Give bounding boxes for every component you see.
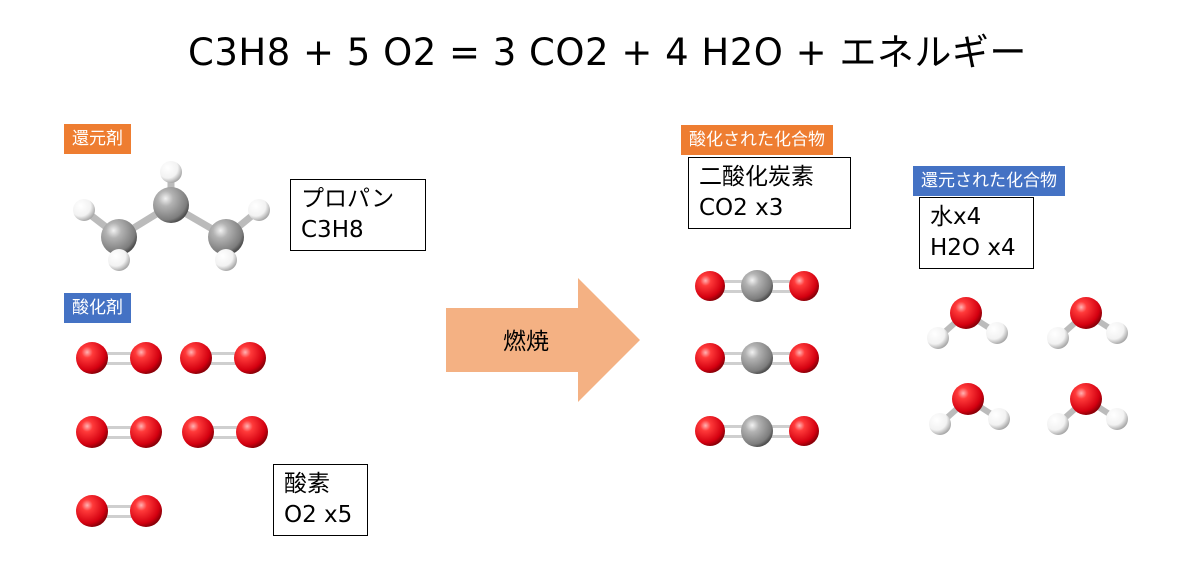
oxygen-molecules	[76, 342, 268, 527]
hydrogen-atom	[160, 161, 182, 183]
reaction-arrow	[446, 278, 640, 402]
co2-label-box: 二酸化炭素 CO2 x3	[688, 157, 851, 229]
water-formula: H2O x4	[930, 235, 1016, 261]
o2-molecule	[182, 416, 268, 448]
combustion-label: 燃焼	[503, 329, 549, 355]
oxygen-formula: O2 x5	[284, 502, 353, 528]
propane-label-box: プロパン C3H8	[290, 179, 426, 251]
carbon-atom	[101, 219, 137, 255]
co2-molecule	[695, 270, 819, 302]
hydrogen-atom	[108, 249, 130, 271]
h2o-molecule	[929, 383, 1010, 435]
co2-name: 二酸化炭素	[699, 164, 814, 190]
o2-molecule	[180, 342, 266, 374]
water-label-box: 水x4 H2O x4	[919, 197, 1034, 269]
hydrogen-atom	[73, 199, 95, 221]
carbon-atom	[153, 187, 189, 223]
o2-molecule	[76, 342, 162, 374]
reducing-agent-tag: 還元剤	[64, 124, 131, 154]
co2-molecule	[695, 342, 819, 374]
o2-molecule	[76, 416, 162, 448]
co2-formula: CO2 x3	[699, 195, 784, 221]
oxygen-label-box: 酸素 O2 x5	[273, 464, 368, 536]
propane-molecule	[73, 161, 270, 271]
o2-molecule	[76, 495, 162, 527]
water-molecules	[927, 297, 1128, 435]
h2o-molecule	[1047, 297, 1128, 349]
h2o-molecule	[927, 297, 1008, 349]
co2-molecules	[695, 270, 819, 447]
water-name: 水x4	[930, 204, 982, 230]
h2o-molecule	[1047, 383, 1128, 435]
reduced-compound-tag: 還元された化合物	[913, 166, 1065, 196]
oxidized-compound-tag: 酸化された化合物	[681, 125, 833, 155]
oxidizing-agent-tag: 酸化剤	[64, 293, 131, 323]
propane-name: プロパン	[301, 186, 395, 212]
co2-molecule	[695, 415, 819, 447]
oxygen-name: 酸素	[284, 471, 330, 497]
reaction-equation: C3H8 + 5 O2 = 3 CO2 + 4 H2O + エネルギー	[188, 31, 1027, 74]
hydrogen-atom	[215, 249, 237, 271]
propane-formula: C3H8	[301, 217, 364, 243]
carbon-atom	[208, 219, 244, 255]
hydrogen-atom	[248, 199, 270, 221]
